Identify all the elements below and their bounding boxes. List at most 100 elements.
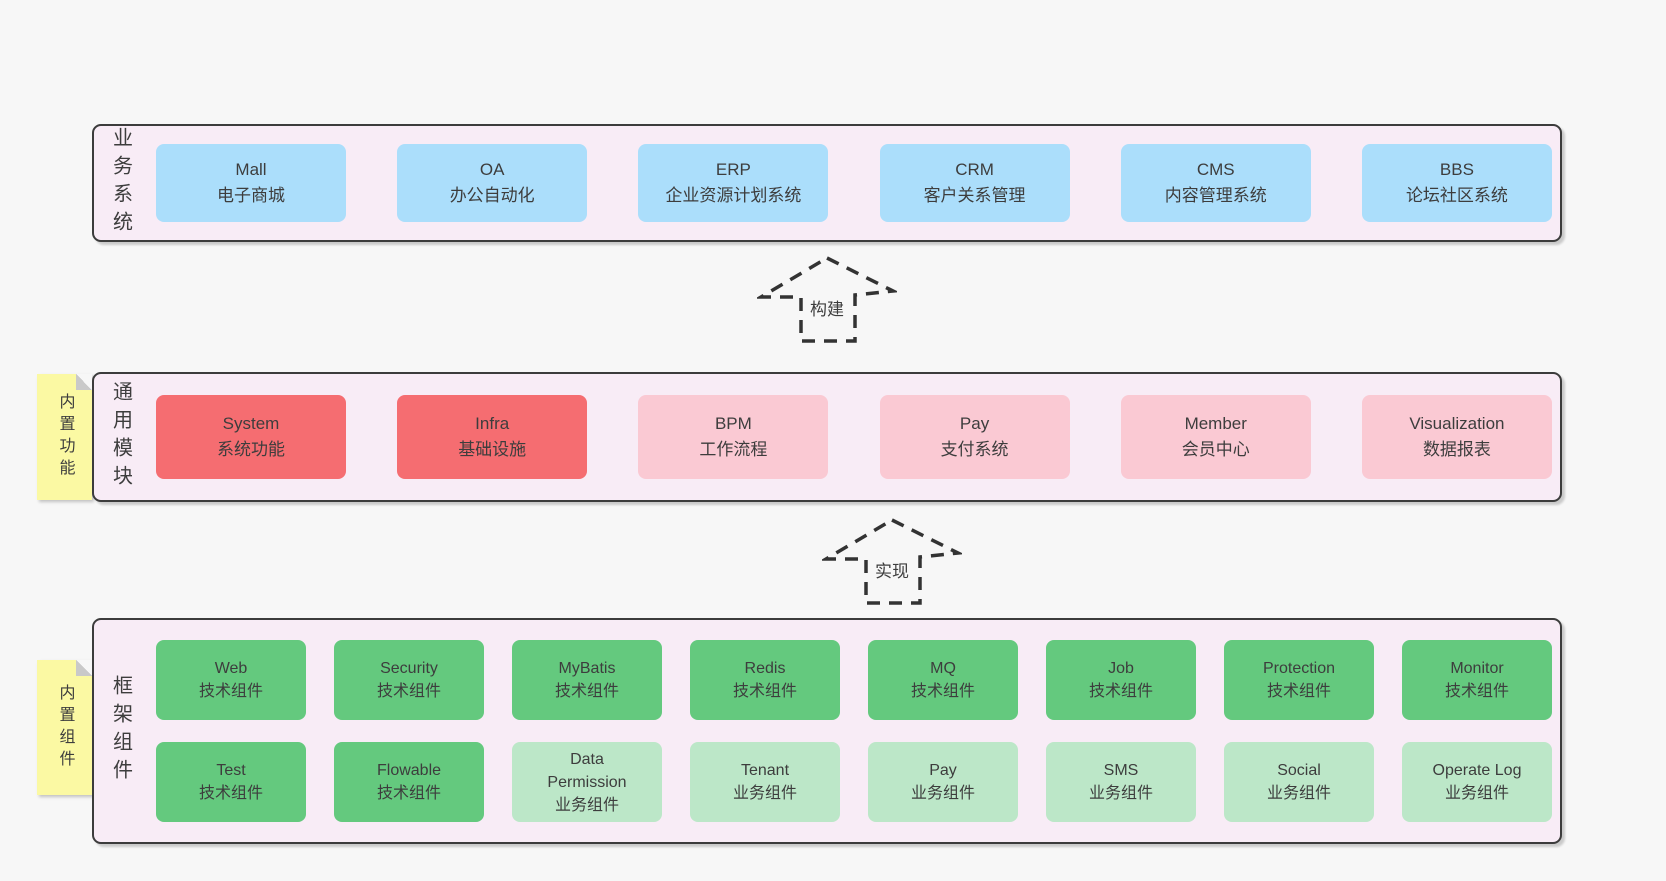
card-name: Monitor	[1450, 660, 1504, 677]
card-name: Pay	[929, 762, 957, 779]
dashed-up-arrow-icon	[757, 256, 897, 343]
layer-framework-components: 框架组件 Web 技术组件 Security 技术组件 MyBatis 技术组件…	[92, 618, 1562, 844]
layer-business-systems: 业务系统 Mall 电子商城 OA 办公自动化 ERP 企业资源计划系统 CRM…	[92, 124, 1562, 242]
card-desc: 企业资源计划系统	[665, 186, 802, 205]
card-row: System 系统功能 Infra 基础设施 BPM 工作流程 Pay 支付系统…	[156, 395, 1552, 479]
component-card: MQ 技术组件	[868, 640, 1018, 720]
component-card: Security 技术组件	[334, 640, 484, 720]
card-name: Tenant	[740, 762, 790, 779]
card-desc: 数据报表	[1422, 440, 1491, 459]
card-desc: 技术组件	[554, 683, 619, 700]
sticky-note: 内置组件	[37, 660, 92, 795]
card-name: BPM	[714, 414, 752, 433]
component-card: CMS 内容管理系统	[1120, 144, 1311, 222]
card-desc: 技术组件	[1444, 683, 1509, 700]
card-row: Web 技术组件 Security 技术组件 MyBatis 技术组件 Redi…	[156, 640, 1552, 720]
card-desc: 业务组件	[554, 796, 619, 814]
component-card: Operate Log 业务组件	[1402, 742, 1552, 822]
component-card: MyBatis 技术组件	[512, 640, 662, 720]
component-card: Member 会员中心	[1120, 395, 1311, 479]
card-desc: 会员中心	[1181, 440, 1250, 459]
card-name: SMS	[1103, 762, 1139, 779]
card-name: OA	[479, 160, 505, 179]
card-desc: 办公自动化	[449, 186, 535, 205]
card-desc: 业务组件	[910, 785, 975, 802]
sticky-note-label: 内置组件	[56, 683, 74, 772]
component-card: Test 技术组件	[156, 742, 306, 822]
card-name: BBS	[1439, 160, 1474, 179]
component-card: Flowable 技术组件	[334, 742, 484, 822]
card-name: MQ	[930, 660, 956, 677]
card-name: ERP	[715, 160, 751, 179]
card-desc: 技术组件	[910, 683, 975, 700]
card-name: Flowable	[376, 762, 442, 779]
component-card: Protection 技术组件	[1224, 640, 1374, 720]
card-rows: System 系统功能 Infra 基础设施 BPM 工作流程 Pay 支付系统…	[148, 374, 1560, 500]
card-desc: 业务组件	[732, 785, 797, 802]
card-desc: 业务组件	[1444, 785, 1509, 802]
card-name: Redis	[744, 660, 786, 677]
card-name: Web	[214, 660, 248, 677]
component-card: CRM 客户关系管理	[879, 144, 1070, 222]
layer-label: 通用模块	[109, 381, 132, 493]
card-name: Infra	[475, 414, 510, 433]
component-card: Pay 支付系统	[879, 395, 1070, 479]
component-card: ERP 企业资源计划系统	[638, 144, 829, 222]
component-card: Tenant 业务组件	[690, 742, 840, 822]
card-rows: Web 技术组件 Security 技术组件 MyBatis 技术组件 Redi…	[148, 620, 1560, 842]
card-rows: Mall 电子商城 OA 办公自动化 ERP 企业资源计划系统 CRM 客户关系…	[148, 126, 1560, 240]
component-card: Web 技术组件	[156, 640, 306, 720]
card-desc: 技术组件	[198, 785, 263, 802]
layer-label-column: 框架组件	[94, 620, 148, 842]
card-desc: 内容管理系统	[1164, 186, 1267, 205]
component-card: Redis 技术组件	[690, 640, 840, 720]
card-name: Test	[216, 762, 246, 779]
card-name: Pay	[959, 414, 990, 433]
card-name: Member	[1184, 414, 1247, 433]
card-desc: 技术组件	[732, 683, 797, 700]
component-card: Mall 电子商城	[156, 144, 346, 222]
card-name: Data Permission	[547, 750, 627, 791]
card-desc: 系统功能	[217, 440, 285, 459]
card-desc: 基础设施	[458, 440, 527, 459]
card-row: Test 技术组件 Flowable 技术组件 Data Permission …	[156, 742, 1552, 822]
component-card: SMS 业务组件	[1046, 742, 1196, 822]
card-desc: 工作流程	[699, 440, 768, 459]
card-row: Mall 电子商城 OA 办公自动化 ERP 企业资源计划系统 CRM 客户关系…	[156, 144, 1552, 222]
card-desc: 业务组件	[1266, 785, 1331, 802]
card-desc: 技术组件	[376, 683, 441, 700]
layer-common-modules: 通用模块 System 系统功能 Infra 基础设施 BPM 工作流程 Pay…	[92, 372, 1562, 502]
layer-label-column: 业务系统	[94, 126, 148, 240]
card-desc: 技术组件	[198, 683, 263, 700]
component-card: Job 技术组件	[1046, 640, 1196, 720]
card-desc: 技术组件	[1088, 683, 1153, 700]
card-desc: 技术组件	[376, 785, 441, 802]
card-name: Visualization	[1409, 414, 1505, 433]
sticky-note-label: 内置功能	[56, 393, 74, 481]
component-card: Visualization 数据报表	[1361, 395, 1552, 479]
card-desc: 论坛社区系统	[1405, 186, 1508, 205]
card-desc: 电子商城	[217, 186, 285, 205]
arrow-label: 实现	[872, 557, 912, 582]
card-desc: 支付系统	[940, 440, 1009, 459]
card-name: Protection	[1262, 660, 1336, 677]
card-name: Security	[380, 660, 438, 677]
implement-arrow: 实现	[822, 517, 962, 607]
component-card: Infra 基础设施	[397, 395, 588, 479]
dashed-up-arrow-icon	[822, 518, 962, 605]
card-desc: 业务组件	[1088, 785, 1153, 802]
card-name: MyBatis	[558, 660, 616, 677]
component-card: OA 办公自动化	[397, 144, 588, 222]
card-name: System	[222, 414, 280, 433]
arrow-label: 构建	[807, 295, 847, 320]
card-name: CMS	[1196, 160, 1235, 179]
component-card: Social 业务组件	[1224, 742, 1374, 822]
card-desc: 技术组件	[1266, 683, 1331, 700]
component-card: System 系统功能	[156, 395, 346, 479]
sticky-note: 内置功能	[37, 374, 92, 500]
component-card: BPM 工作流程	[638, 395, 829, 479]
build-arrow: 构建	[757, 255, 897, 345]
card-name: Mall	[235, 160, 267, 179]
layer-label-column: 通用模块	[94, 374, 148, 500]
card-desc: 客户关系管理	[923, 186, 1026, 205]
